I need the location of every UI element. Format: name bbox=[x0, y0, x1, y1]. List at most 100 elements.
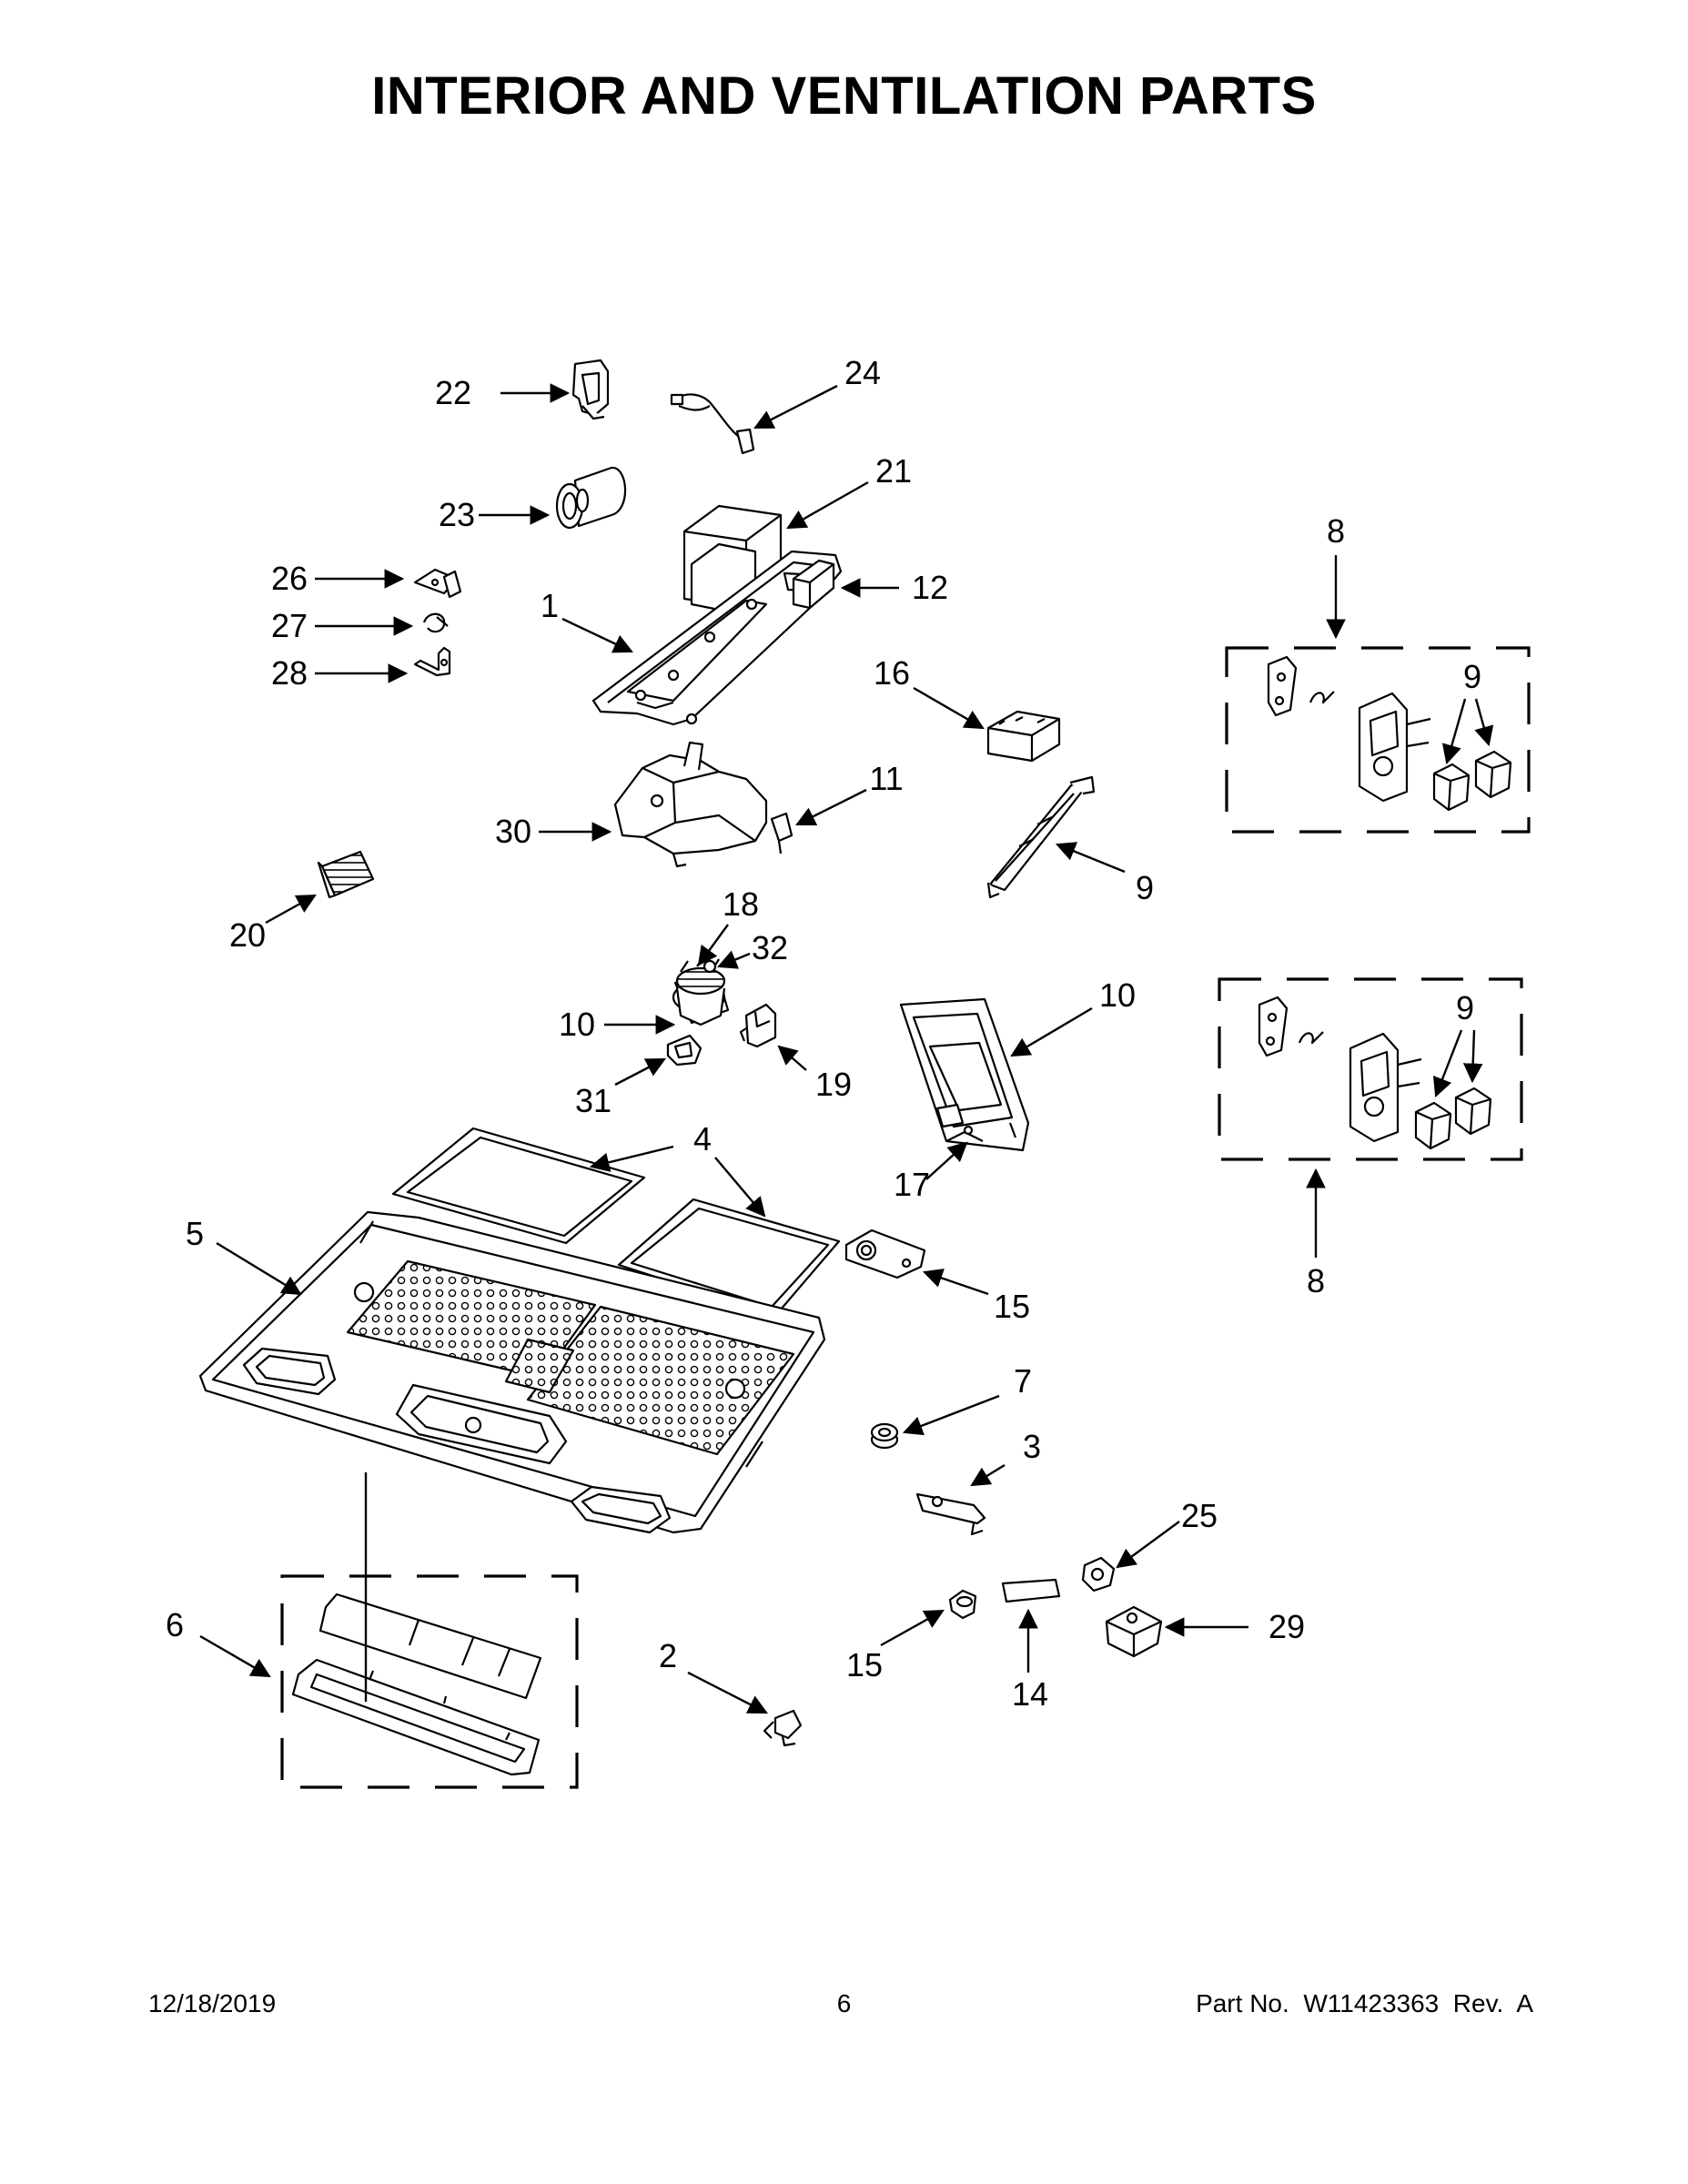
part-15-light-plate bbox=[844, 1228, 926, 1279]
leader-12 bbox=[1010, 1006, 1093, 1057]
footer-part-number: Part No. W11423363 Rev. A bbox=[1196, 1989, 1533, 2017]
leader-1 bbox=[561, 617, 633, 653]
callout-12: 10 bbox=[1099, 976, 1136, 1014]
leader-23 bbox=[786, 480, 869, 530]
leader-5 bbox=[216, 1241, 302, 1296]
part-33-bracket bbox=[666, 1034, 702, 1067]
leader-9-upper-b bbox=[1474, 698, 1494, 747]
group-box-8-lower bbox=[1218, 977, 1523, 1161]
part-25-capacitor bbox=[555, 466, 627, 530]
leader-4a bbox=[589, 1145, 674, 1172]
callout-31: 29 bbox=[1269, 1608, 1305, 1645]
part-13-thermal-cutoff bbox=[770, 812, 793, 854]
callout-8-upper: 8 bbox=[1327, 512, 1345, 550]
part-34-fan-nut bbox=[702, 959, 717, 974]
callout-13: 11 bbox=[869, 760, 903, 797]
part-18-box bbox=[986, 710, 1061, 763]
leader-20 bbox=[697, 924, 729, 966]
group-box-8-upper bbox=[1225, 646, 1531, 834]
leader-13 bbox=[795, 788, 867, 826]
part-21-motor-bracket bbox=[739, 1003, 777, 1048]
part-11-rail bbox=[986, 775, 1096, 899]
callout-15: 15 bbox=[994, 1288, 1030, 1325]
callout-4: 4 bbox=[693, 1120, 712, 1158]
part-28-bracket bbox=[413, 568, 462, 599]
part-22-grille bbox=[317, 850, 375, 899]
callout-7: 7 bbox=[1014, 1362, 1032, 1400]
callout-2: 2 bbox=[659, 1637, 677, 1674]
leader-18 bbox=[913, 686, 985, 730]
callout-16: 14 bbox=[1012, 1675, 1048, 1713]
part-6-filter-frame bbox=[291, 1658, 541, 1776]
callout-14: 12 bbox=[912, 569, 948, 606]
leader-3 bbox=[970, 1463, 1006, 1487]
part-16-cover bbox=[1001, 1578, 1061, 1603]
footer-date: 12/18/2019 bbox=[148, 1989, 277, 2017]
part-12-vent-frame bbox=[899, 997, 1030, 1152]
part-27-socket bbox=[1081, 1556, 1116, 1592]
callout-29: 27 bbox=[271, 607, 308, 644]
leader-33 bbox=[614, 1057, 666, 1087]
part-9-switch-upper-b bbox=[1474, 750, 1512, 799]
callout-32: 30 bbox=[495, 813, 531, 850]
part-29-clip bbox=[422, 612, 449, 633]
part-19-damper-door bbox=[945, 1125, 984, 1142]
part-4-tray-right bbox=[617, 1198, 841, 1318]
part-6-grease-filter bbox=[318, 1592, 542, 1700]
callout-21: 19 bbox=[815, 1066, 852, 1103]
callout-23: 21 bbox=[875, 452, 912, 490]
part-24-terminal-clip bbox=[571, 359, 610, 420]
callout-19: 17 bbox=[894, 1166, 930, 1203]
part-17-lamp-holder bbox=[948, 1589, 977, 1620]
leader-9-lower-b bbox=[1462, 1029, 1483, 1084]
part-2-switch bbox=[763, 1709, 803, 1747]
leader-9-lower-a bbox=[1432, 1029, 1463, 1098]
part-30-angle-bracket bbox=[413, 646, 451, 677]
callout-33: 31 bbox=[575, 1082, 612, 1119]
callout-22: 20 bbox=[229, 916, 266, 954]
part-4-tray-left bbox=[391, 1127, 646, 1245]
callout-3: 3 bbox=[1023, 1428, 1041, 1465]
callout-26: 24 bbox=[844, 354, 881, 391]
callout-10: 10 bbox=[559, 1006, 595, 1043]
group-box-6-filter bbox=[280, 1574, 579, 1789]
callout-11: 9 bbox=[1136, 869, 1154, 906]
part-5-bottom-plate bbox=[198, 1210, 826, 1534]
leader-34 bbox=[717, 950, 751, 969]
callout-30: 28 bbox=[271, 654, 308, 692]
leader-22 bbox=[265, 894, 317, 925]
leader-15 bbox=[922, 1269, 989, 1296]
callout-18: 16 bbox=[874, 654, 910, 692]
callout-6: 6 bbox=[166, 1606, 184, 1643]
callout-5: 5 bbox=[186, 1215, 204, 1252]
part-14-relay bbox=[792, 559, 835, 610]
callout-9-lower: 9 bbox=[1456, 989, 1474, 1026]
leader-2 bbox=[687, 1671, 768, 1714]
callout-28: 26 bbox=[271, 560, 308, 597]
callout-20: 18 bbox=[723, 885, 759, 923]
part-9-switch-lower-b bbox=[1454, 1087, 1492, 1136]
part-32-blower-housing bbox=[613, 741, 768, 868]
callout-17: 15 bbox=[846, 1646, 883, 1684]
leader-17 bbox=[880, 1609, 945, 1647]
part-8-latch-assembly-lower bbox=[1258, 996, 1422, 1143]
callout-27: 25 bbox=[1181, 1497, 1218, 1534]
callout-34: 32 bbox=[752, 929, 788, 966]
leader-4b bbox=[714, 1157, 766, 1218]
callout-24: 22 bbox=[435, 374, 471, 411]
part-9-switch-lower-a bbox=[1414, 1101, 1452, 1150]
leader-9-upper-a bbox=[1441, 698, 1467, 765]
part-9-switch-upper-a bbox=[1432, 763, 1471, 812]
leader-19 bbox=[925, 1141, 968, 1180]
part-7-grommet bbox=[870, 1422, 899, 1450]
callout-9-upper: 9 bbox=[1463, 658, 1481, 695]
part-8-latch-assembly-upper bbox=[1267, 655, 1431, 803]
leader-27 bbox=[1116, 1521, 1180, 1569]
leader-11 bbox=[1055, 842, 1126, 874]
page-title: INTERIOR AND VENTILATION PARTS bbox=[371, 66, 1317, 126]
leader-6 bbox=[199, 1634, 271, 1678]
part-31-light-housing bbox=[1105, 1605, 1163, 1658]
leader-26 bbox=[753, 384, 838, 430]
leader-7 bbox=[902, 1394, 1000, 1436]
